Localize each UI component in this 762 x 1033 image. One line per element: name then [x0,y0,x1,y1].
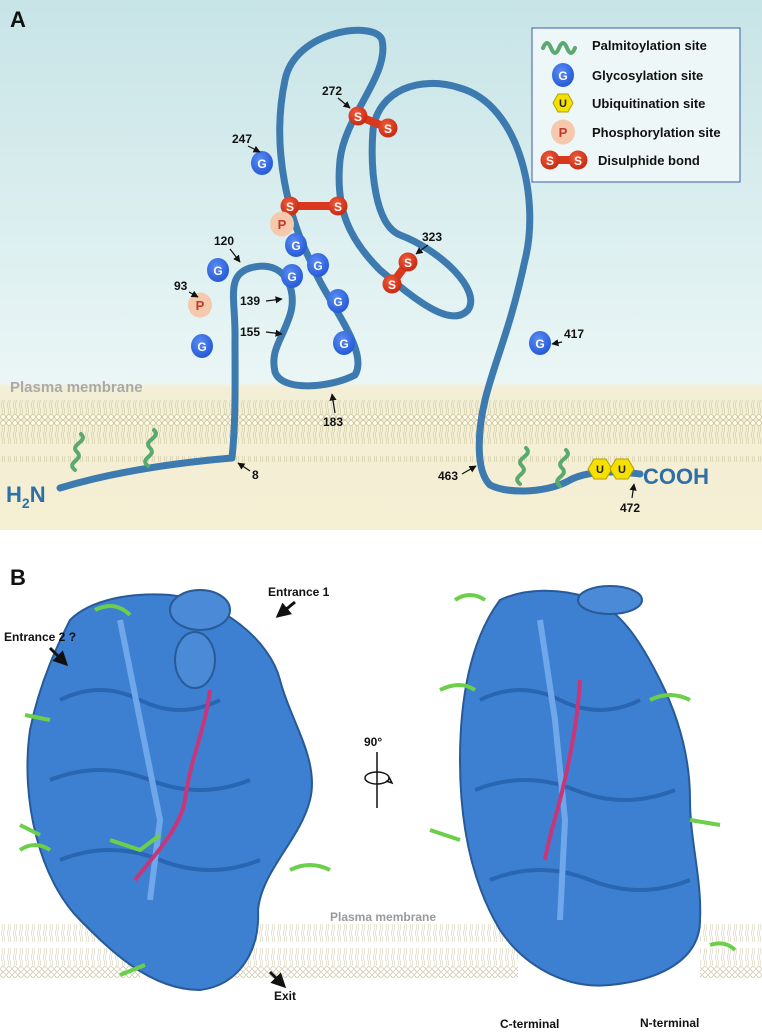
residue-155: 155 [240,325,260,339]
left-glycans [109,833,162,977]
palmitoyl-squiggle [70,432,85,472]
phospho-p: P [278,217,287,232]
membrane-bilayer-a [0,400,762,462]
residue-272: 272 [322,84,342,98]
ubiquitination-legend-icon: U [559,98,567,110]
n-terminal-label: N-terminal [640,1016,699,1030]
glyco-g: G [535,337,544,351]
ubiq-u: U [618,464,626,476]
disulphide-legend-icon: S [546,154,554,168]
glycosylation-sites: G G G G G G G G G [191,151,551,358]
ubiquitination-sites: U U [587,458,635,480]
palmitoylation-legend-icon [541,41,577,55]
phosphorylation-sites: P P [188,211,294,318]
left-glycans [18,604,331,872]
left-helix [174,631,216,689]
residue-463: 463 [438,469,458,483]
glyco-g: G [197,340,206,354]
glyco-g: G [291,239,300,253]
glyco-g: G [257,157,266,171]
phospho-p: P [196,298,205,313]
entrance-1-arrow [275,600,296,618]
rotation-indicator: 90° [364,735,394,808]
glyco-g: G [339,337,348,351]
disulphide-legend-icon: S [574,154,582,168]
membrane-bilayer-b-mid [226,924,518,978]
protein-structure-left [18,589,331,992]
residue-markers: 247 272 323 120 93 139 155 183 417 8 463… [174,84,640,515]
residue-183: 183 [323,415,343,429]
right-helix [577,585,643,615]
exit-arrow [268,970,287,989]
legend: Palmitoylation site G Glycosylation site… [531,27,741,183]
legend-phosphorylation: Phosphorylation site [592,125,721,140]
disulphide-s: S [384,122,392,136]
right-strand-detail [537,619,569,921]
glycosylation-legend-icon: G [558,69,567,83]
entrance-1-label: Entrance 1 [268,585,330,599]
legend-palmitoylation: Palmitoylation site [592,38,707,53]
left-helix [169,589,231,631]
protein-structure-right [429,585,737,987]
disulphide-s: S [388,278,396,292]
c-terminal-label: C-terminal [500,1017,559,1031]
disulphide-s: S [404,256,412,270]
svg-text:H2N: H2N [6,482,46,511]
glyco-g: G [213,264,222,278]
residue-472: 472 [620,501,640,515]
c-terminus-label: COOH [643,464,709,489]
residue-417: 417 [564,327,584,341]
legend-glycosylation: Glycosylation site [592,68,703,83]
membrane-label-b: Plasma membrane [330,910,436,924]
entrance-2-arrow [48,646,69,667]
legend-disulphide: Disulphide bond [598,153,700,168]
rotation-label: 90° [364,735,382,749]
right-ligand [543,679,582,861]
membrane-label-a: Plasma membrane [10,379,143,396]
panel-b: B Plasma membrane 90° [0,565,762,1031]
glyco-g: G [333,295,342,309]
n-terminus-label: H2N [6,482,46,511]
palmitoyl-squiggle [143,428,158,468]
left-strand-detail [117,619,164,901]
disulphide-s: S [286,200,294,214]
residue-247: 247 [232,132,252,146]
ubiq-u: U [596,464,604,476]
disulphide-bonds: S S S S S S [280,106,418,294]
panel-b-letter: B [10,565,26,590]
protein-chain [56,26,644,495]
disulphide-s: S [334,200,342,214]
exit-label: Exit [274,989,296,1003]
entrance-2-label: Entrance 2 ? [4,630,76,644]
glyco-g: G [287,270,296,284]
residue-120: 120 [214,234,234,248]
palmitoyl-squiggle [555,448,570,488]
residue-8: 8 [252,468,259,482]
membrane-bilayer-b-right [700,924,762,978]
residue-93: 93 [174,279,188,293]
left-ligand [133,689,212,882]
palmitoyl-squiggle [515,446,530,486]
panel-a: A Plasma membrane S S S S S S P [0,0,762,530]
panel-a-letter: A [10,7,26,32]
residue-323: 323 [422,230,442,244]
disulphide-s: S [354,110,362,124]
palmitoylation-sites [70,428,570,488]
residue-139: 139 [240,294,260,308]
glyco-g: G [313,259,322,273]
right-glycans [429,593,737,952]
right-strand-detail [474,688,691,892]
legend-ubiquitination: Ubiquitination site [592,96,705,111]
phosphorylation-legend-icon: P [559,125,568,140]
